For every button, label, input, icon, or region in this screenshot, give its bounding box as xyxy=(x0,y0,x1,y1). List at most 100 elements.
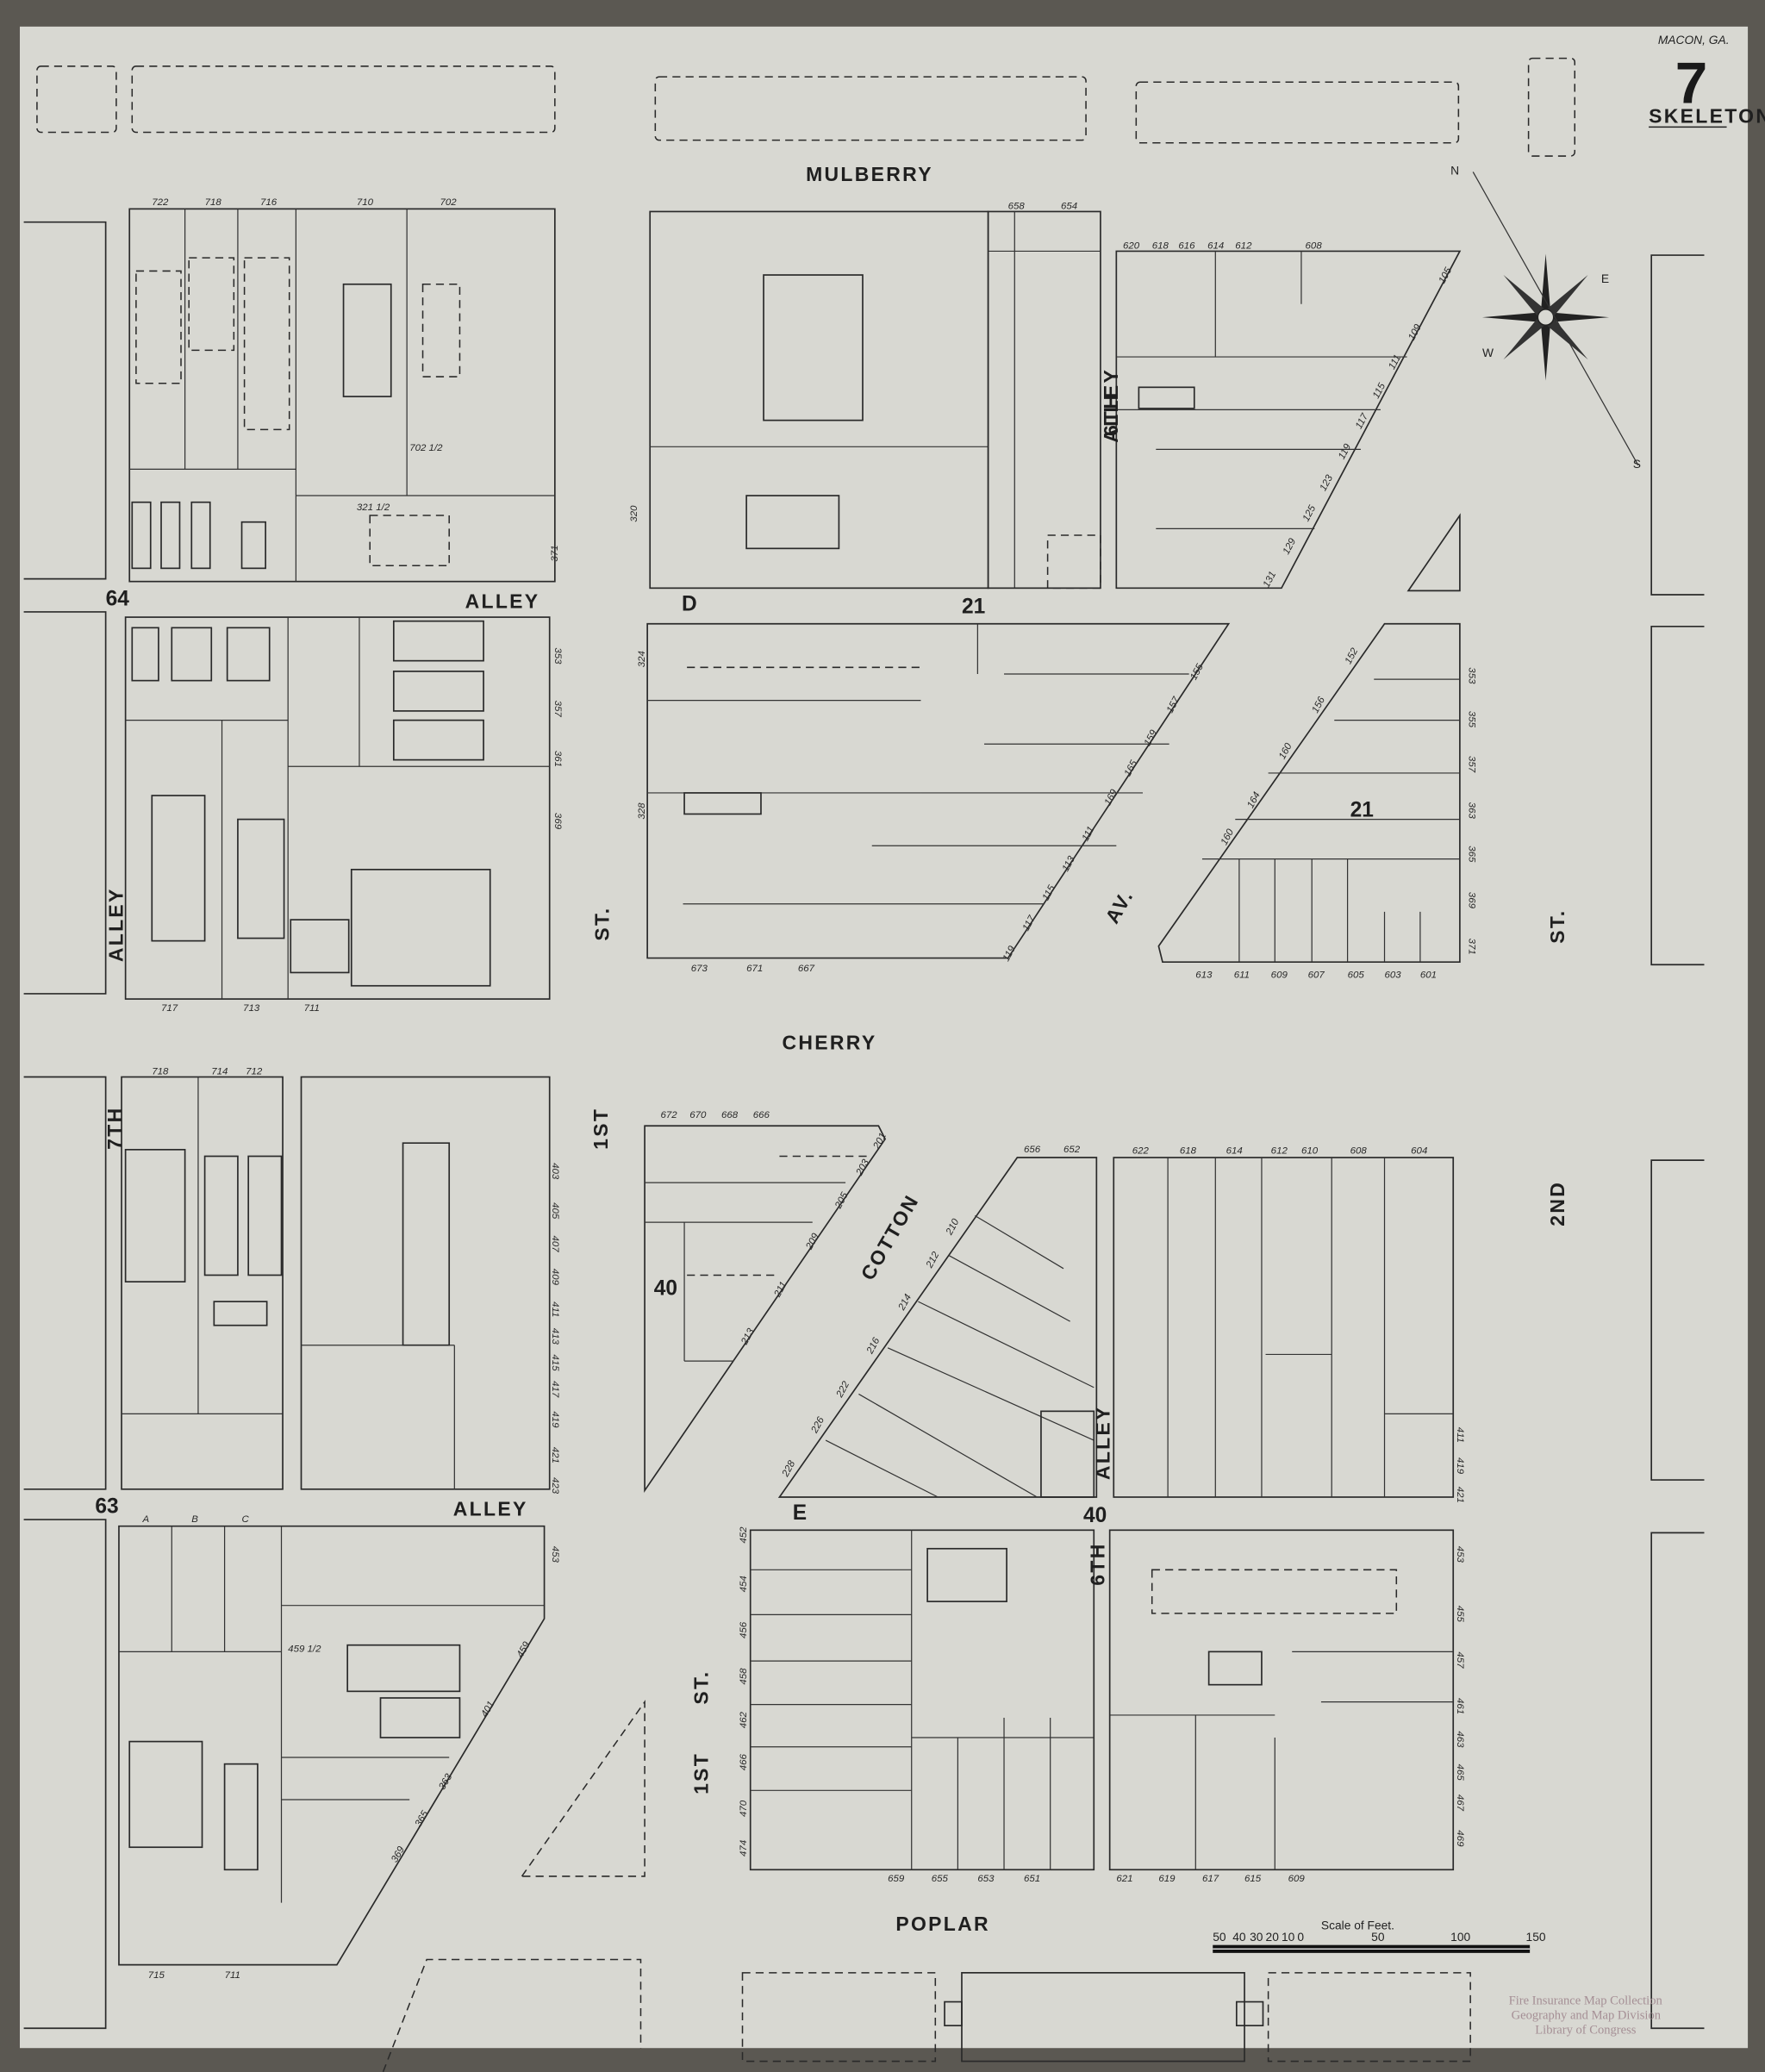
house-number: 714 xyxy=(211,1066,228,1077)
house-number: 321 1/2 xyxy=(357,502,390,513)
house-number: A xyxy=(142,1514,150,1525)
house-number: 419 xyxy=(550,1411,560,1428)
house-number: 651 xyxy=(1024,1874,1040,1884)
house-number: 717 xyxy=(161,1003,178,1014)
scale-tick-label: 0 xyxy=(1297,1931,1304,1944)
house-number: 673 xyxy=(691,964,708,974)
scale-tick-label: 50 xyxy=(1213,1931,1226,1944)
house-number: 465 xyxy=(1455,1764,1465,1782)
alley-2: ALLEY xyxy=(453,1497,528,1520)
stamp-line-1: Fire Insurance Map Collection xyxy=(1509,1994,1663,2008)
scale-tick-label: 30 xyxy=(1250,1931,1263,1944)
street-6th-a: 6TH xyxy=(1100,393,1122,436)
block-numbers: 64 21 21 40 40 63 D E xyxy=(95,587,1374,1527)
block-number: 64 xyxy=(106,587,130,610)
street-6th-b: 6TH xyxy=(1087,1542,1109,1585)
alley-3: ALLEY xyxy=(105,887,128,962)
house-number: 608 xyxy=(1306,240,1323,251)
block-south xyxy=(749,1529,1455,1871)
house-number: 667 xyxy=(798,964,815,974)
house-number: 466 xyxy=(739,1754,749,1771)
house-number: 702 1/2 xyxy=(409,443,443,453)
house-number: 470 xyxy=(739,1800,749,1817)
block-number: 40 xyxy=(654,1276,677,1300)
block-w4 xyxy=(118,1525,646,2072)
compass-e: E xyxy=(1601,272,1609,285)
house-number: 405 xyxy=(550,1202,560,1220)
house-number: B xyxy=(191,1514,198,1525)
house-number: 409 xyxy=(550,1269,560,1286)
compass-w: W xyxy=(1482,346,1494,359)
block-letter: D xyxy=(682,592,697,615)
block-number: 63 xyxy=(95,1495,118,1518)
house-number: 711 xyxy=(304,1003,320,1014)
house-number: 403 xyxy=(550,1163,560,1180)
house-number: 620 xyxy=(1123,240,1140,251)
house-number: 353 xyxy=(1467,667,1477,684)
house-number: 462 xyxy=(739,1711,749,1728)
street-mulberry: MULBERRY xyxy=(806,163,933,185)
house-number: 453 xyxy=(1455,1546,1465,1563)
house-number: 621 xyxy=(1116,1874,1132,1884)
street-1st-d: 1ST xyxy=(690,1752,713,1794)
house-number: 407 xyxy=(550,1235,560,1252)
block-right-tri xyxy=(1157,622,1461,963)
alley-5: ALLEY xyxy=(1092,1405,1114,1480)
house-number: 469 xyxy=(1455,1830,1465,1847)
house-number: 353 xyxy=(552,647,563,665)
stamp-line-3: Library of Congress xyxy=(1535,2023,1636,2037)
house-number: 357 xyxy=(1467,756,1477,773)
house-number: 609 xyxy=(1288,1874,1306,1884)
house-number: 369 xyxy=(552,813,563,830)
house-number: 615 xyxy=(1244,1874,1262,1884)
sheet-type: SKELETON xyxy=(1649,105,1765,128)
compass-rose-icon: N E S W xyxy=(1450,165,1641,471)
house-number: 609 xyxy=(1271,970,1288,981)
street-1st-b: 1ST xyxy=(589,1108,612,1150)
house-number: 655 xyxy=(932,1874,949,1884)
block-w3 xyxy=(121,1076,551,1490)
house-number: 415 xyxy=(550,1354,560,1371)
house-number: 618 xyxy=(1180,1145,1197,1156)
house-number: 603 xyxy=(1385,970,1402,981)
house-number: 671 xyxy=(746,964,763,974)
house-number: 355 xyxy=(1467,711,1477,728)
block-number: 40 xyxy=(1083,1504,1107,1527)
compass-n: N xyxy=(1450,165,1459,178)
house-number: 357 xyxy=(552,701,563,718)
library-stamp: Fire Insurance Map Collection Geography … xyxy=(1509,1994,1663,2038)
house-number: 452 xyxy=(739,1526,749,1544)
paper-sheet xyxy=(19,26,1749,2049)
street-1st-a: ST. xyxy=(591,907,614,941)
house-number: 612 xyxy=(1271,1145,1288,1156)
house-number: 670 xyxy=(689,1110,707,1120)
house-number: 411 xyxy=(1455,1427,1465,1443)
stamp-line-2: Geography and Map Division xyxy=(1512,2009,1662,2023)
house-number: 616 xyxy=(1178,240,1195,251)
house-number: 605 xyxy=(1348,970,1365,981)
street-1st-c: ST. xyxy=(690,1670,713,1705)
street-2nd-a: ST. xyxy=(1546,909,1569,944)
street-7th: 7TH xyxy=(103,1107,126,1150)
house-number: 611 xyxy=(1234,970,1250,981)
house-number: 369 xyxy=(1467,892,1477,909)
street-2nd-b: 2ND xyxy=(1546,1181,1569,1226)
scale-tick-label: 150 xyxy=(1526,1931,1546,1944)
house-number: 718 xyxy=(205,197,222,208)
house-number: 421 xyxy=(550,1447,560,1464)
house-number: 654 xyxy=(1061,201,1077,211)
block-nw xyxy=(128,208,556,583)
house-number: 619 xyxy=(1158,1874,1176,1884)
house-number: 666 xyxy=(753,1110,770,1120)
block-e3 xyxy=(1113,1157,1455,1498)
house-number: 411 xyxy=(550,1301,560,1317)
house-number: 652 xyxy=(1063,1145,1081,1155)
house-number: 371 xyxy=(1467,939,1477,955)
house-number: 423 xyxy=(550,1477,560,1495)
house-number: 715 xyxy=(148,1970,165,1981)
house-number: 365 xyxy=(1467,846,1477,863)
compass-s: S xyxy=(1633,458,1641,471)
